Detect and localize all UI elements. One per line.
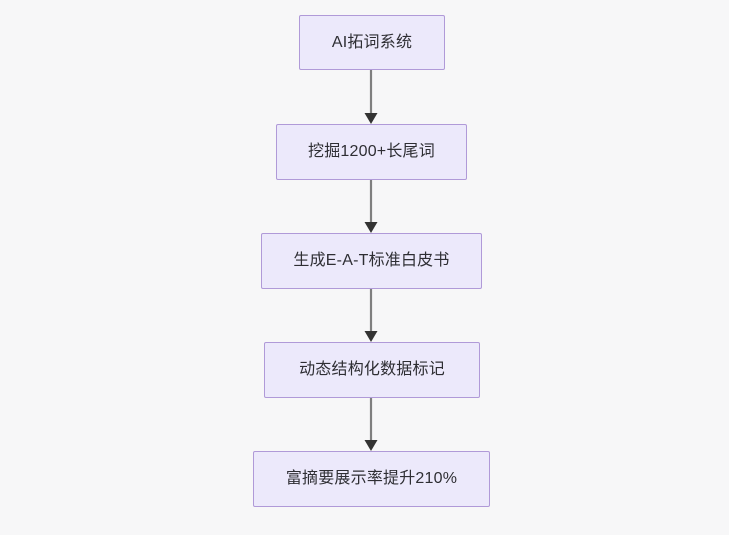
flow-node-generate-eat-whitepaper[interactable]: 生成E-A-T标准白皮书	[261, 233, 482, 289]
flow-edge-2	[364, 180, 378, 233]
flow-node-ai-keyword-system[interactable]: AI拓词系统	[299, 15, 445, 70]
flow-edge-4	[364, 398, 378, 451]
flow-node-dynamic-structured-data-markup[interactable]: 动态结构化数据标记	[264, 342, 480, 398]
flow-node-mine-longtail-keywords[interactable]: 挖掘1200+长尾词	[276, 124, 467, 180]
flow-edge-1	[364, 70, 378, 124]
flow-node-rich-snippet-impression-uplift[interactable]: 富摘要展示率提升210%	[253, 451, 490, 507]
flow-edge-3	[364, 289, 378, 342]
